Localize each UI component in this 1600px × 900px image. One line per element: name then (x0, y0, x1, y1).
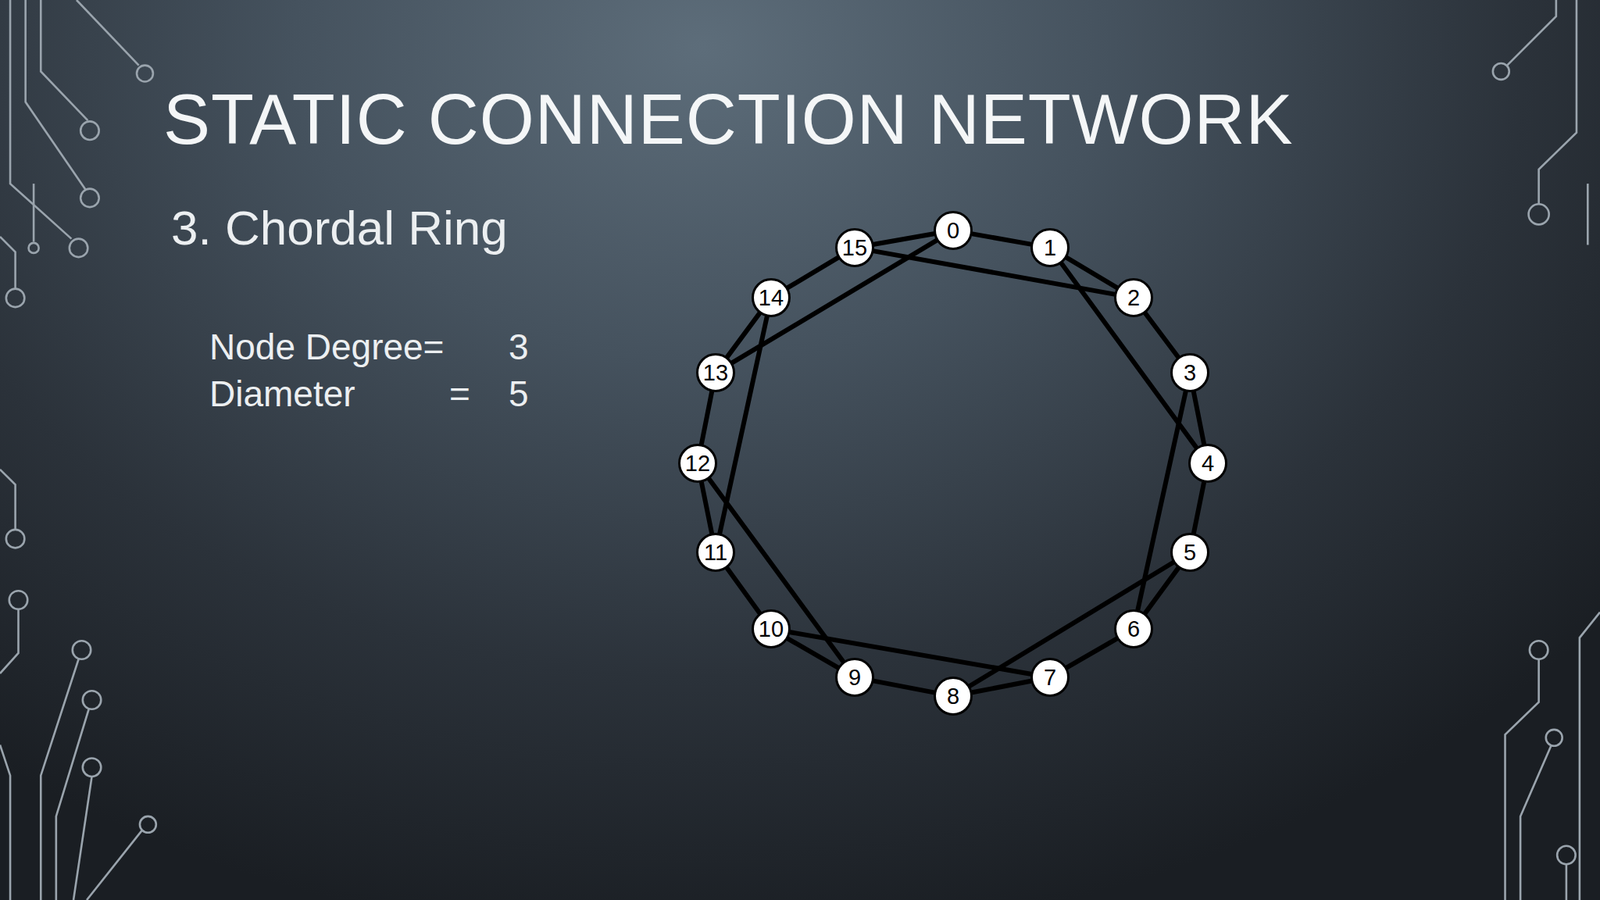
circuit-trace (72, 640, 92, 660)
network-node: 1 (1030, 228, 1070, 268)
node-number: 14 (758, 286, 784, 310)
section-heading: 3. Chordal Ring (171, 203, 508, 253)
network-node: 12 (678, 443, 718, 483)
link-line (972, 233, 1032, 244)
property-value: 3 (508, 328, 529, 365)
circuit-trace (0, 469, 16, 530)
circuit-trace (6, 529, 25, 549)
network-node: 14 (751, 278, 791, 318)
node-number: 0 (946, 219, 960, 243)
network-node: 3 (1170, 353, 1210, 393)
slide-title: STATIC CONNECTION NETWORK (163, 84, 1294, 155)
circuit-trace (1586, 183, 1590, 245)
node-number: 8 (946, 685, 960, 708)
circuit-trace (1507, 0, 1557, 66)
circuit-trace (136, 65, 154, 83)
circuit-trace (82, 690, 102, 710)
network-node: 7 (1030, 657, 1070, 697)
network-node: 6 (1114, 609, 1154, 649)
circuit-trace (10, 0, 72, 240)
circuit-trace (0, 236, 16, 290)
node-number: 9 (848, 666, 861, 690)
circuit-trace (0, 744, 11, 900)
network-node: 5 (1170, 532, 1210, 572)
circuit-trace (76, 0, 140, 66)
circuit-trace (1528, 203, 1550, 225)
circuit-trace (6, 289, 25, 308)
node-number: 2 (1127, 286, 1140, 310)
link-line (972, 681, 1032, 693)
node-number: 4 (1201, 452, 1215, 475)
link-line (701, 482, 712, 534)
circuit-trace (28, 242, 40, 254)
circuit-trace (25, 0, 86, 190)
circuit-trace (69, 239, 89, 258)
link-line (1067, 639, 1118, 668)
property-value: 5 (508, 375, 529, 412)
network-node: 2 (1114, 278, 1154, 318)
link-line (709, 478, 843, 662)
network-node: 4 (1188, 443, 1228, 483)
circuit-trace (80, 121, 100, 140)
node-number: 6 (1127, 617, 1140, 641)
circuit-trace (1492, 63, 1510, 80)
circuit-trace (139, 816, 157, 833)
circuit-trace (1565, 864, 1568, 900)
circuit-trace (56, 709, 90, 900)
property-name: Node Degree= (209, 328, 444, 365)
link-line (727, 567, 761, 614)
network-node: 11 (696, 532, 736, 572)
node-number: 7 (1043, 666, 1057, 690)
circuit-trace (1539, 0, 1577, 204)
node-number: 3 (1183, 361, 1197, 385)
link-line (719, 316, 767, 533)
node-number: 15 (842, 236, 868, 260)
node-number: 1 (1043, 236, 1057, 260)
circuit-trace (9, 590, 29, 610)
circuit-trace (0, 609, 19, 674)
circuit-trace (86, 830, 143, 900)
link-line (874, 681, 935, 693)
circuit-trace (1579, 612, 1600, 900)
circuit-trace (80, 189, 100, 208)
circuit-trace (82, 757, 102, 777)
circuit-trace (32, 183, 36, 242)
circuit-trace (1546, 729, 1563, 747)
node-number: 13 (703, 361, 729, 385)
node-number: 5 (1183, 541, 1197, 565)
circuit-trace (1520, 746, 1551, 900)
link-line (1193, 392, 1204, 445)
network-node: 15 (835, 228, 875, 268)
link-line (1061, 263, 1197, 448)
circuit-trace (40, 659, 79, 900)
network-node: 10 (751, 609, 791, 649)
node-number: 12 (685, 452, 711, 475)
equals-sign: = (449, 375, 471, 412)
network-node: 9 (835, 657, 875, 697)
circuit-trace (1557, 846, 1576, 865)
network-node: 8 (933, 676, 973, 716)
circuit-trace (40, 0, 88, 121)
node-number: 10 (758, 617, 784, 641)
circuit-trace (1529, 640, 1549, 660)
link-line (1145, 313, 1179, 358)
node-number: 11 (703, 541, 728, 565)
circuit-trace (1505, 659, 1540, 900)
network-node: 13 (696, 353, 736, 393)
property-name: Diameter (209, 375, 356, 412)
link-line (701, 392, 712, 445)
link-line (874, 233, 935, 244)
network-node: 0 (933, 210, 973, 250)
link-line (787, 257, 838, 288)
link-line (1193, 482, 1204, 534)
circuit-trace (73, 776, 93, 900)
